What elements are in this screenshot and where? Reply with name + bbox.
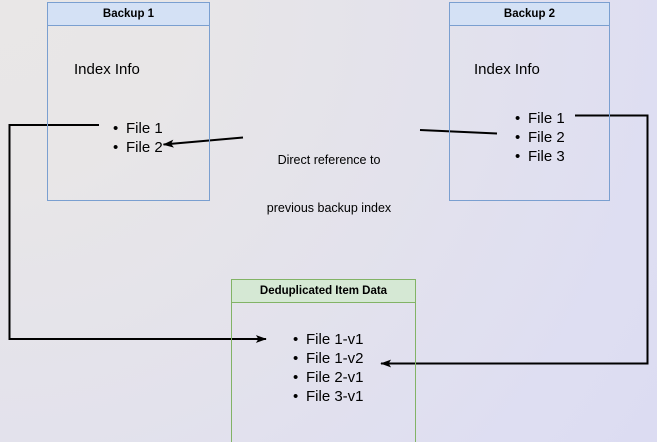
deduplicated-item-data-body: File 1-v1 File 1-v2 File 2-v1 File 3-v1 (232, 303, 415, 442)
deduplicated-item-data-box[interactable]: Deduplicated Item Data File 1-v1 File 1-… (231, 279, 416, 442)
backup-1-file-list: File 1 File 2 (110, 119, 163, 157)
backup-2-box[interactable]: Backup 2 Index Info File 1 File 2 File 3 (449, 2, 610, 201)
backup-2-body: Index Info File 1 File 2 File 3 (450, 26, 609, 200)
backup-1-header: Backup 1 (48, 3, 209, 26)
backup-1-body: Index Info File 1 File 2 (48, 26, 209, 200)
backup-2-header: Backup 2 (450, 3, 609, 26)
deduplicated-item-data-header: Deduplicated Item Data (232, 280, 415, 303)
backup-2-file-list: File 1 File 2 File 3 (512, 109, 565, 166)
backup-1-box[interactable]: Backup 1 Index Info File 1 File 2 (47, 2, 210, 201)
caption-line-2: previous backup index (266, 201, 392, 215)
backup-1-index-info-label: Index Info (74, 61, 140, 78)
list-item: File 3 (515, 147, 565, 166)
direct-reference-caption: Direct reference to previous backup inde… (249, 120, 409, 248)
list-item: File 2 (113, 138, 163, 157)
caption-line-1: Direct reference to (277, 153, 381, 167)
deduplicated-file-list: File 1-v1 File 1-v2 File 2-v1 File 3-v1 (290, 330, 363, 406)
list-item: File 3-v1 (293, 387, 363, 406)
list-item: File 1 (515, 109, 565, 128)
list-item: File 1-v1 (293, 330, 363, 349)
list-item: File 2 (515, 128, 565, 147)
list-item: File 1-v2 (293, 349, 363, 368)
list-item: File 1 (113, 119, 163, 138)
list-item: File 2-v1 (293, 368, 363, 387)
backup-2-index-info-label: Index Info (474, 61, 540, 78)
